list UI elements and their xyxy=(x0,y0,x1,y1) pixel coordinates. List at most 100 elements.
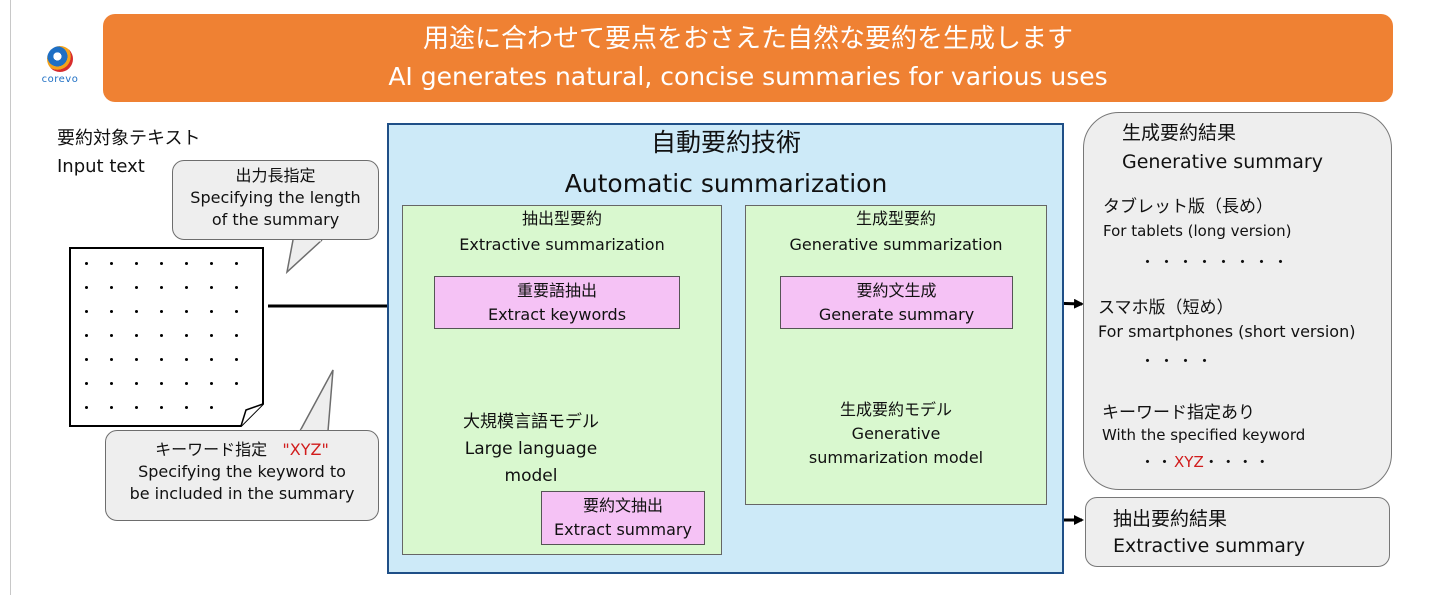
callout-keyword-value: "XYZ" xyxy=(282,440,329,459)
doc-dot xyxy=(160,406,163,409)
doc-dot xyxy=(135,310,138,313)
frame-border xyxy=(10,0,11,595)
doc-dot xyxy=(160,286,163,289)
doc-dot xyxy=(185,262,188,265)
callout-length-en1: Specifying the length xyxy=(190,188,361,207)
tablet-summary-text: ・・・・・・・・ xyxy=(1140,253,1293,271)
doc-dot xyxy=(235,334,238,337)
extract-keywords-box: 重要語抽出 Extract keywords xyxy=(434,276,680,329)
doc-dot xyxy=(135,262,138,265)
extractive-result-ja: 抽出要約結果 xyxy=(1113,508,1228,530)
doc-dot xyxy=(135,286,138,289)
doc-dot xyxy=(210,382,213,385)
doc-dot xyxy=(135,334,138,337)
generate-summary-en: Generate summary xyxy=(818,305,975,324)
doc-dot xyxy=(85,286,88,289)
callout-keyword: キーワード指定 "XYZ" Specifying the keyword to … xyxy=(105,430,379,521)
doc-dot xyxy=(85,262,88,265)
doc-dot xyxy=(235,358,238,361)
extractive-title-ja: 抽出型要約 xyxy=(521,209,602,228)
input-document-icon xyxy=(69,247,264,427)
callout-length-tail xyxy=(285,239,323,275)
kw-dots-pre: ・・ xyxy=(1140,453,1175,471)
input-document-text xyxy=(80,256,255,416)
generative-box xyxy=(745,205,1047,505)
doc-dot xyxy=(185,310,188,313)
doc-dot xyxy=(85,406,88,409)
doc-dot xyxy=(160,334,163,337)
doc-dot xyxy=(135,406,138,409)
doc-dot xyxy=(210,334,213,337)
extract-keywords-ja: 重要語抽出 xyxy=(516,281,597,300)
kw-word: XYZ xyxy=(1174,453,1204,471)
phone-summary-text: ・・・・ xyxy=(1140,352,1217,370)
doc-dot xyxy=(210,262,213,265)
callout-length: 出力長指定 Specifying the length of the summa… xyxy=(172,160,379,240)
callout-keyword-en1: Specifying the keyword to xyxy=(138,462,346,481)
doc-dot xyxy=(110,262,113,265)
gen-model-label-ja: 生成要約モデル xyxy=(839,400,952,419)
phone-label-en: For smartphones (short version) xyxy=(1098,322,1356,341)
doc-dot xyxy=(235,262,238,265)
doc-dot xyxy=(210,406,213,409)
doc-dot xyxy=(110,406,113,409)
doc-dot xyxy=(160,310,163,313)
llm-label-ja: 大規模言語モデル xyxy=(463,412,599,432)
tablet-label-en: For tablets (long version) xyxy=(1103,222,1292,240)
keyword-label-en: With the specified keyword xyxy=(1102,426,1306,444)
keyword-summary-text: ・・XYZ・・・・ xyxy=(1140,451,1272,472)
extract-summary-ja: 要約文抽出 xyxy=(582,496,663,515)
doc-dot xyxy=(210,286,213,289)
generate-summary-box: 要約文生成 Generate summary xyxy=(780,276,1013,329)
results-title-ja: 生成要約結果 xyxy=(1122,122,1237,144)
callout-keyword-ja: キーワード指定 xyxy=(155,440,268,459)
doc-dot xyxy=(235,310,238,313)
extractive-result-panel xyxy=(1085,497,1390,567)
auto-title-en: Automatic summarization xyxy=(564,169,888,198)
llm-label: 大規模言語モデル Large language model xyxy=(437,409,625,490)
extractive-title-en: Extractive summarization xyxy=(459,235,665,254)
input-label-ja: 要約対象テキスト xyxy=(57,128,201,149)
extractive-result-en: Extractive summary xyxy=(1113,535,1305,557)
doc-dot xyxy=(160,382,163,385)
tablet-label-ja: タブレット版（長め） xyxy=(1103,197,1273,217)
llm-label-en: Large language model xyxy=(464,439,598,486)
header-banner: 用途に合わせて要点をおさえた自然な要約を生成します AI generates n… xyxy=(103,14,1393,102)
gen-model-label: 生成要約モデル Generative summarization model xyxy=(767,398,1025,470)
doc-dot xyxy=(160,262,163,265)
doc-dot xyxy=(110,358,113,361)
callout-length-en2: of the summary xyxy=(211,210,340,229)
extract-summary-en: Extract summary xyxy=(554,520,692,539)
corevo-logo: corevo xyxy=(30,46,90,85)
doc-dot xyxy=(235,286,238,289)
doc-dot xyxy=(210,310,213,313)
kw-dots-post: ・・・・ xyxy=(1203,453,1272,471)
logo-text: corevo xyxy=(41,74,79,85)
generative-title-ja: 生成型要約 xyxy=(855,209,936,228)
doc-dot xyxy=(110,286,113,289)
results-title-en: Generative summary xyxy=(1122,151,1323,173)
banner-title-en: AI generates natural, concise summaries … xyxy=(388,62,1108,91)
doc-dot xyxy=(85,310,88,313)
doc-dot xyxy=(185,382,188,385)
generative-title-en: Generative summarization xyxy=(789,235,1003,254)
phone-label-ja: スマホ版（短め） xyxy=(1098,298,1234,318)
doc-dot xyxy=(135,382,138,385)
doc-dot xyxy=(185,334,188,337)
callout-length-ja: 出力長指定 xyxy=(235,166,316,185)
doc-dot xyxy=(85,358,88,361)
doc-dot xyxy=(110,382,113,385)
banner-title-ja: 用途に合わせて要点をおさえた自然な要約を生成します xyxy=(422,24,1073,54)
doc-dot xyxy=(210,358,213,361)
keyword-label-ja: キーワード指定あり xyxy=(1102,403,1255,423)
doc-dot xyxy=(85,334,88,337)
doc-dot xyxy=(160,358,163,361)
doc-dot xyxy=(110,334,113,337)
gen-model-label-en1: Generative xyxy=(851,424,941,443)
doc-dot xyxy=(135,358,138,361)
generative-results-panel xyxy=(1083,112,1392,490)
gen-model-label-en2: summarization model xyxy=(808,448,984,467)
doc-dot xyxy=(185,286,188,289)
input-label-en: Input text xyxy=(57,156,145,177)
auto-title-ja: 自動要約技術 xyxy=(650,128,801,157)
